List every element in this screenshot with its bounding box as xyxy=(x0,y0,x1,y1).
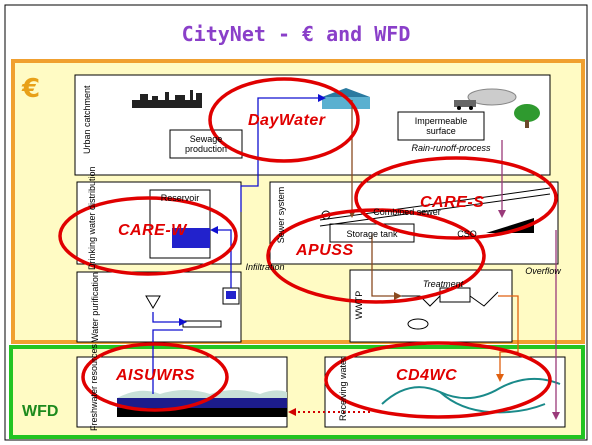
treatment-stage-3 xyxy=(469,291,499,307)
impermeable-surface-box xyxy=(397,111,485,141)
project-ellipses xyxy=(58,77,558,419)
sludge-icon xyxy=(407,318,429,330)
rain-runoff-label: Rain-runoff-process xyxy=(411,143,491,153)
sewer-to-wwtp-arrow xyxy=(371,234,398,297)
bedrock-layer xyxy=(117,408,287,417)
urban-catchment-label: Urban catchment xyxy=(82,85,92,154)
sewer-system-box xyxy=(269,181,559,265)
combined-sewer-pipe-top xyxy=(319,187,551,221)
water-purification-label: Water purification xyxy=(90,272,100,342)
reservoir-water xyxy=(172,228,210,248)
cso-label: CSO xyxy=(457,229,477,239)
aisuwrs-project-label: AISUWRS xyxy=(116,367,196,384)
houses-icon xyxy=(322,88,370,109)
aisuwrs-ellipse xyxy=(81,342,229,412)
water-purification-box xyxy=(76,271,242,343)
effluent-arrow xyxy=(498,295,519,378)
combined-sewer-pipe-bottom xyxy=(319,193,551,227)
arrowheads xyxy=(179,94,560,420)
drinking-water-label: Drinking water distribution xyxy=(87,166,97,270)
reservoir-label: Reservoir xyxy=(160,193,200,203)
overflow-label: Overflow xyxy=(525,266,561,276)
care-s-ellipse xyxy=(354,156,558,240)
flow-arrows xyxy=(152,97,557,416)
treatment-label: Treatment xyxy=(422,279,464,289)
wwtp-box xyxy=(349,269,513,343)
infiltration-label: Infiltration xyxy=(245,262,285,272)
cd4wc-project-label: CD4WC xyxy=(396,367,458,384)
freshwater-label: Freshwater resources xyxy=(89,343,99,431)
daywater-ellipse xyxy=(208,77,360,163)
treatment-stage-1 xyxy=(398,295,441,307)
cd4wc-ellipse xyxy=(324,341,552,419)
fresh-to-purif-arrow xyxy=(152,329,183,394)
apuss-project-label: APUSS xyxy=(296,242,354,259)
wwtp-label: WWTP xyxy=(354,290,364,320)
ground-surface xyxy=(117,390,287,398)
car-cloud-icon xyxy=(454,88,517,110)
tree-icon xyxy=(514,104,540,128)
euro-label: € xyxy=(22,74,41,104)
purif-internal-arrow xyxy=(152,312,183,323)
purification-tank-icon xyxy=(145,295,161,309)
city-skyline-icon xyxy=(132,90,202,108)
sewage-production-box xyxy=(169,129,243,159)
impermeable-surface-label: Impermeable surface xyxy=(414,116,468,136)
river-icon xyxy=(381,377,561,405)
receiving-water-label: Receiving water xyxy=(338,356,348,421)
daywater-project-label: DayWater xyxy=(248,112,326,129)
slide-title: CityNet - € and WFD xyxy=(181,22,411,46)
combined-sewer-label: Combined sewer xyxy=(373,207,441,217)
sewage-production-label: Sewage production xyxy=(184,134,228,154)
sewer-system-label: Sewer system xyxy=(276,186,286,244)
wfd-label: WFD xyxy=(22,403,59,420)
care-w-ellipse xyxy=(58,196,238,276)
care-s-project-label: CARE-S xyxy=(420,194,485,211)
care-w-project-label: CARE-W xyxy=(118,222,187,239)
filter-icon xyxy=(182,320,222,328)
supply-arrow xyxy=(240,97,318,212)
purif-to-reservoir-arrow xyxy=(214,229,232,288)
storage-tank-label: Storage tank xyxy=(346,229,398,239)
pump-water xyxy=(226,291,236,299)
apuss-ellipse xyxy=(266,208,486,304)
